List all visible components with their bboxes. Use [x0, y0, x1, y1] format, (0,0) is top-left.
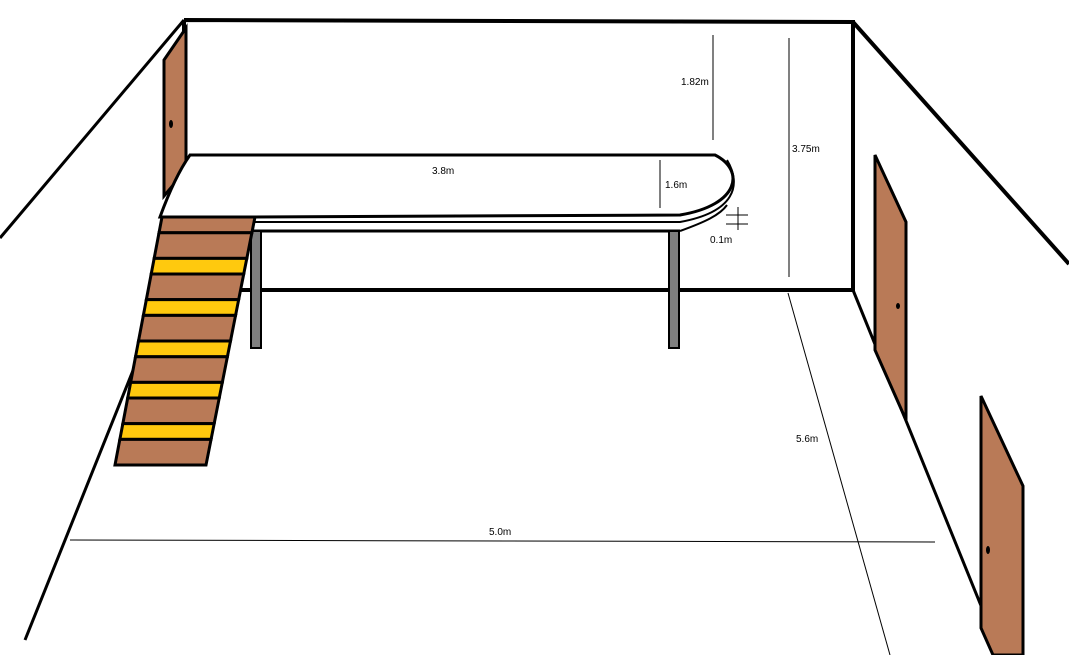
stair-tread	[133, 339, 233, 359]
right-door-1	[873, 154, 908, 421]
label-table-length: 3.8m	[432, 166, 454, 177]
label-table-thickness: 0.1m	[710, 235, 732, 246]
door-knob-icon	[169, 120, 173, 128]
stair-riser	[128, 355, 230, 384]
stair-tread	[141, 298, 241, 317]
table-leg-left	[250, 230, 262, 349]
stair-tread	[125, 380, 225, 400]
label-room-depth: 5.6m	[796, 434, 818, 445]
dim-line-room-depth	[787, 292, 891, 655]
label-wall-gap-height: 1.82m	[681, 77, 709, 88]
stair-riser	[113, 437, 213, 467]
mezzanine-platform	[157, 153, 735, 233]
label-room-width: 5.0m	[489, 527, 511, 538]
door-icon	[873, 154, 908, 421]
stair-tread	[118, 422, 216, 441]
door-icon	[979, 395, 1025, 655]
dim-line-room-width	[69, 539, 936, 543]
stair-riser	[152, 231, 254, 260]
staircase-icon	[113, 215, 257, 467]
stair-tread	[157, 215, 257, 235]
platform-top-surface	[157, 153, 735, 219]
right-door-2	[979, 395, 1025, 655]
label-table-depth: 1.6m	[665, 180, 687, 191]
left-wall-top-edge	[0, 19, 186, 239]
right-wall-top-edge	[851, 20, 1069, 266]
stair-tread	[149, 256, 249, 276]
stair-riser	[121, 396, 222, 426]
stair-riser	[144, 272, 246, 302]
platform-front-edge	[252, 159, 735, 223]
table-leg-right	[668, 230, 680, 349]
door-knob-icon	[896, 303, 900, 309]
label-room-height: 3.75m	[792, 144, 820, 155]
stair-riser	[136, 313, 238, 343]
left-floor-edge	[23, 367, 136, 641]
platform-curve-underside	[679, 204, 728, 232]
door-knob-icon	[986, 546, 990, 554]
